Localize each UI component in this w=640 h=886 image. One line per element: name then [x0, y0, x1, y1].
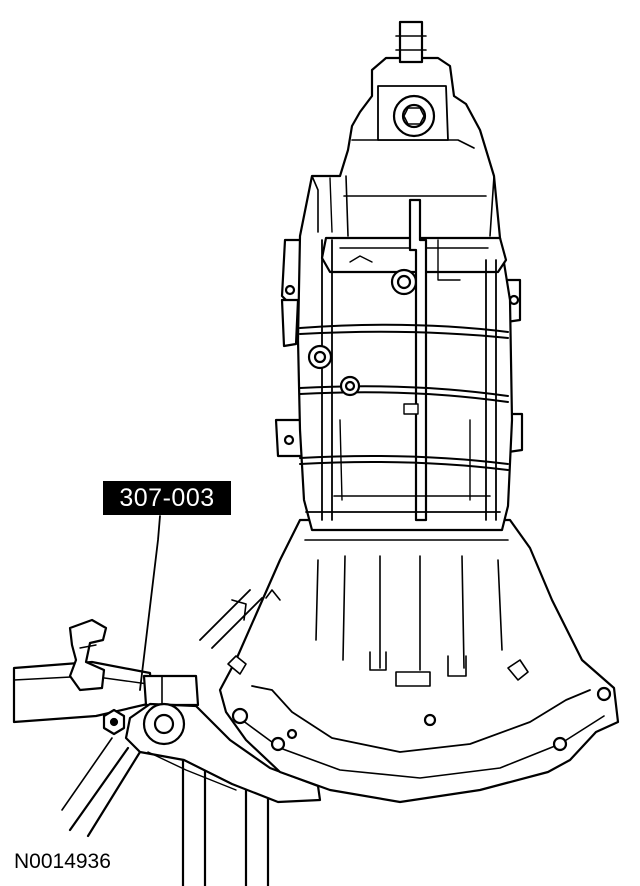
jack-braces: [70, 748, 140, 836]
jack-clamp: [144, 676, 198, 705]
figure-id-label: N0014936: [14, 850, 111, 873]
bell-housing: [220, 520, 618, 802]
callout-leader-line: [140, 516, 160, 690]
transmission-jack: [14, 590, 320, 886]
transmission-main-case: [276, 22, 522, 530]
output-shaft: [400, 22, 422, 62]
tool-callout-label: 307-003: [103, 481, 231, 515]
jack-post: [183, 760, 268, 886]
bell-housing-outline: [220, 520, 618, 802]
jack-lug: [70, 620, 106, 690]
retaining-straps: [300, 325, 508, 470]
shift-rail: [410, 200, 426, 520]
